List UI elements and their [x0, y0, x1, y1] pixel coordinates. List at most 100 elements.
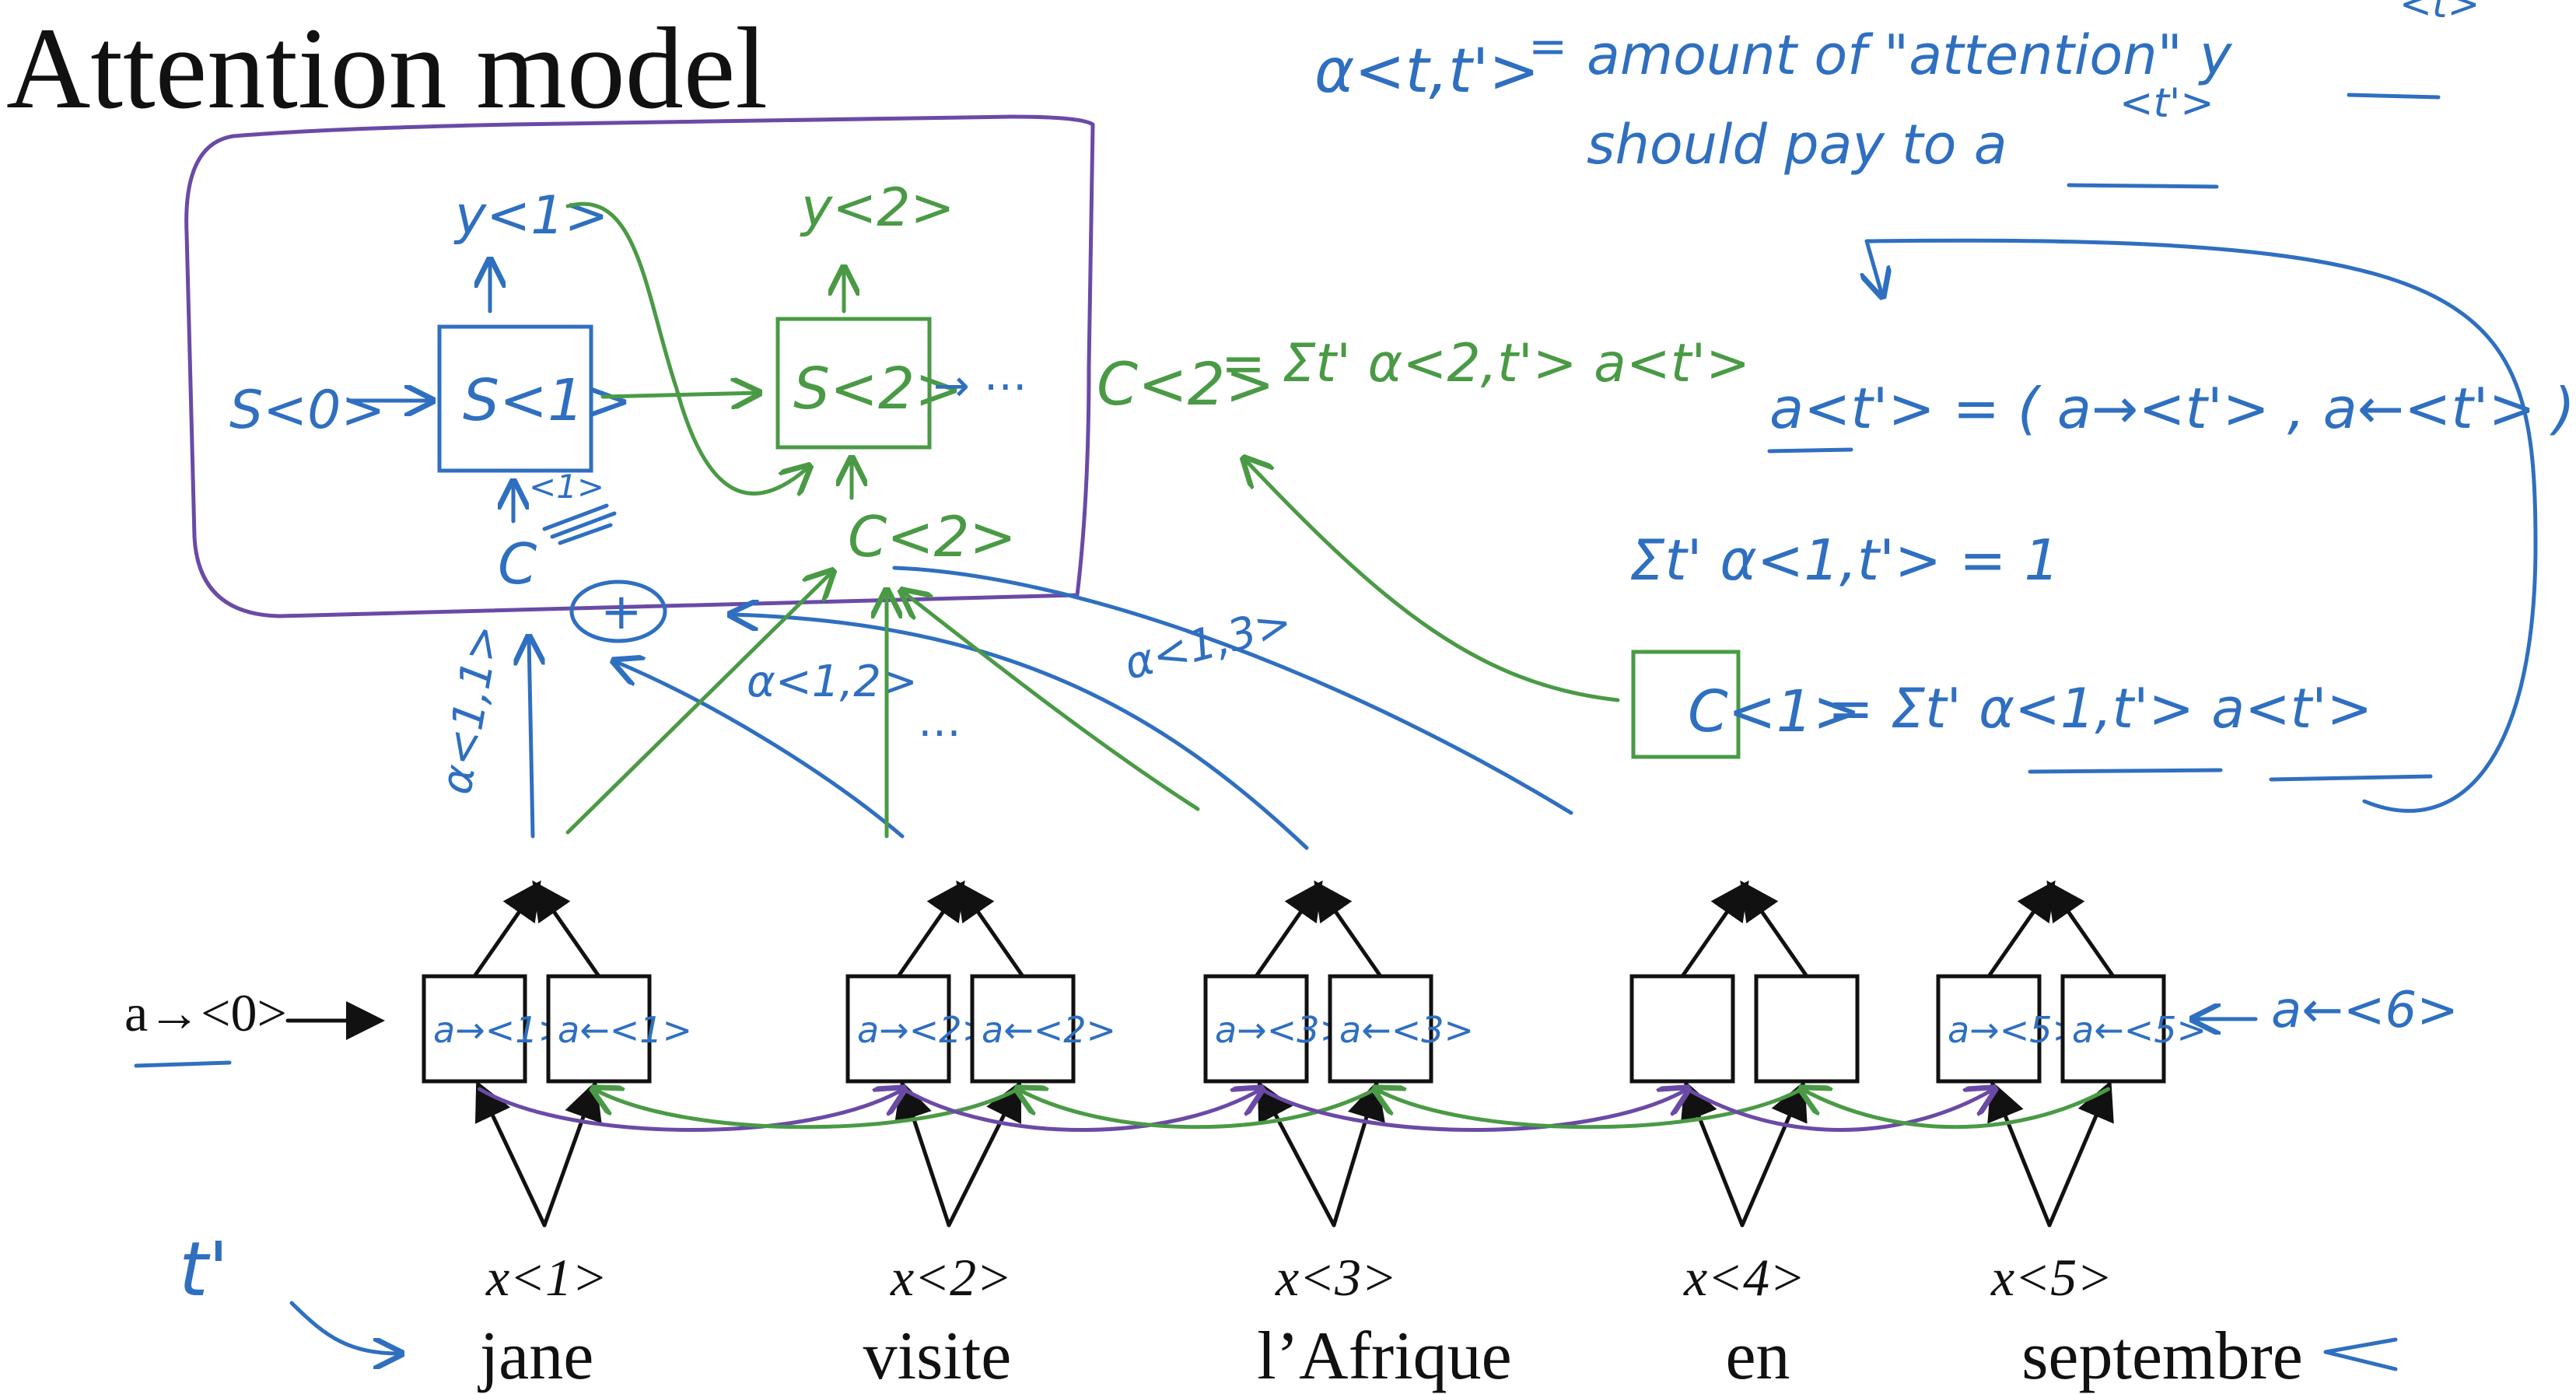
- attn-line-4-to-c1: [892, 566, 1573, 815]
- backward-activation-label-5: a←<5>: [2072, 1009, 2207, 1051]
- attn-line-1-to-c1: [529, 638, 533, 839]
- c1-green-arrow: [1244, 459, 1620, 702]
- input-x-label-2: x<2>: [890, 1248, 1012, 1307]
- backward-recurrent-arrow-2: [1018, 1089, 1377, 1130]
- input-arrow-forward-1: [474, 1080, 547, 1228]
- forward-recurrent-arrow-4: [1685, 1089, 1994, 1132]
- backward-recurrent-arrow-1: [594, 1089, 1020, 1130]
- input-word-3: l’Afrique: [1257, 1319, 1511, 1394]
- right-end-arrow: [2323, 1337, 2398, 1371]
- input-arrow-backward-1: [542, 1080, 602, 1228]
- sum-def-eq: Σt' α<1,t'> = 1: [1629, 527, 2060, 593]
- attn-line-2-to-c1: [614, 661, 905, 839]
- input-arrow-forward-3: [1257, 1081, 1336, 1228]
- decoder-ellipsis: → ⋯: [933, 361, 1027, 412]
- c1-eq-underline-a: [2269, 774, 2433, 782]
- backward-activation-label-1: a←<1>: [558, 1009, 692, 1051]
- c2-eq-rhs: = Σt' α<2,t'> a<t'>: [1221, 333, 1750, 394]
- backward-cell-2: [970, 974, 1076, 1084]
- alpha-tt-label: α<t,t'>: [1314, 37, 1540, 107]
- s2-cell: [775, 317, 932, 450]
- a0-label: a→<0>: [124, 983, 287, 1042]
- c1-label: C: [498, 531, 537, 597]
- alpha-definition: α<t,t'> = amount of "attention" y <t> sh…: [1314, 0, 2480, 189]
- a-def-eq: a<t'> = ( a→<t'> , a←<t'> ): [1769, 376, 2575, 441]
- a-def-underline: [1767, 447, 1853, 454]
- forward-cell-2: [845, 974, 951, 1084]
- backward-output-arrow-5: [2046, 880, 2116, 979]
- forward-output-arrow-1: [472, 880, 541, 979]
- definition-line1-sup: <t>: [2399, 0, 2480, 26]
- s1-label: S<1>: [463, 367, 632, 434]
- backward-cell-1: [546, 974, 652, 1084]
- forward-output-arrow-4: [1680, 880, 1749, 979]
- forward-cell-4: [1629, 974, 1735, 1084]
- alpha-13-label: α<1,3>: [1119, 597, 1297, 690]
- backward-cell-5: [2060, 974, 2166, 1084]
- y1-feedback-arrow: [565, 201, 809, 493]
- c1-eq-box: [1631, 650, 1741, 759]
- a6-label: a←<6>: [2271, 982, 2459, 1039]
- c2-label: C<2>: [848, 504, 1017, 569]
- forward-activation-label-3: a→<3>: [1215, 1009, 1349, 1051]
- sum-node: [569, 580, 667, 643]
- definition-equals: =: [1528, 19, 1567, 74]
- forward-recurrent-arrow-3: [1259, 1089, 1688, 1132]
- definition-line1: amount of "attention" y: [1587, 23, 2233, 87]
- forward-cell-3: [1203, 974, 1309, 1084]
- decoder-box: [184, 114, 1095, 618]
- attn-line-3-to-c1: [731, 615, 1309, 850]
- forward-activation-label-1: a→<1>: [433, 1009, 568, 1051]
- forward-activation-label-5: a→<5>: [1948, 1009, 2082, 1051]
- input-arrow-forward-4: [1681, 1080, 1745, 1228]
- attn-line-1-to-c2: [565, 572, 832, 835]
- c1-sup: <1>: [529, 468, 604, 506]
- input-x-label-1: x<1>: [485, 1248, 607, 1307]
- c1-eq-underline-alpha: [2028, 768, 2223, 774]
- input-word-1: jane: [478, 1319, 594, 1394]
- backward-cell-4: [1754, 974, 1860, 1084]
- c1-eq-rhs: = Σt' α<1,t'> a<t'>: [1828, 677, 2372, 741]
- alpha-12-label: α<1,2>: [747, 657, 918, 707]
- backward-output-arrow-4: [1740, 880, 1809, 979]
- attn-line-3-to-c2: [902, 591, 1200, 811]
- input-arrow-backward-4: [1740, 1080, 1808, 1228]
- encoder-cells: a→<1>a←<1> x<1> jane a→<2>a←<2> x<2> visite a→…: [422, 880, 2303, 1394]
- backward-output-arrow-2: [956, 880, 1025, 979]
- sum-node-plus: +: [600, 583, 642, 641]
- input-word-2: visite: [863, 1319, 1012, 1394]
- input-arrow-backward-2: [947, 1081, 1021, 1228]
- input-arrow-backward-5: [2047, 1080, 2114, 1228]
- input-x-label-4: x<4>: [1683, 1248, 1805, 1307]
- y2-label: y<2>: [800, 177, 954, 239]
- alpha-dots: ⋯: [918, 707, 961, 758]
- input-x-label-3: x<3>: [1275, 1248, 1397, 1307]
- a0-underline: [134, 1060, 232, 1068]
- tprime-arrow: [289, 1301, 401, 1354]
- forward-activation-label-2: a→<2>: [857, 1009, 992, 1051]
- y1-label: y<1>: [453, 185, 608, 247]
- input-arrow-forward-5: [1987, 1080, 2052, 1228]
- backward-activation-label-2: a←<2>: [982, 1009, 1116, 1051]
- alpha-11-label: α<1,1>: [431, 621, 510, 798]
- backward-recurrent-arrow-4: [1802, 1089, 2110, 1130]
- definition-line2-sup: <t'>: [2119, 80, 2214, 127]
- input-x-label-5: x<5>: [1990, 1248, 2112, 1307]
- backward-output-arrow-3: [1314, 880, 1383, 979]
- forward-cell-1: [422, 974, 527, 1084]
- backward-output-arrow-1: [532, 880, 601, 979]
- a-underline: [2067, 183, 2219, 189]
- forward-output-arrow-3: [1254, 880, 1323, 979]
- s1-cell: [437, 324, 593, 473]
- s1-to-s2-arrow: [600, 393, 758, 397]
- scribble: [542, 503, 617, 545]
- definition-line2: should pay to a: [1587, 113, 2007, 177]
- forward-recurrent-arrow-1: [478, 1089, 904, 1132]
- c2-eq-lhs: C<2>: [1097, 349, 1275, 419]
- s0-label: S<0>: [229, 380, 385, 441]
- input-word-5: septembre: [2021, 1319, 2303, 1394]
- forward-recurrent-arrow-2: [901, 1089, 1262, 1132]
- backward-activation-label-3: a←<3>: [1339, 1009, 1474, 1051]
- definition-loop-arrow: [1867, 238, 2538, 813]
